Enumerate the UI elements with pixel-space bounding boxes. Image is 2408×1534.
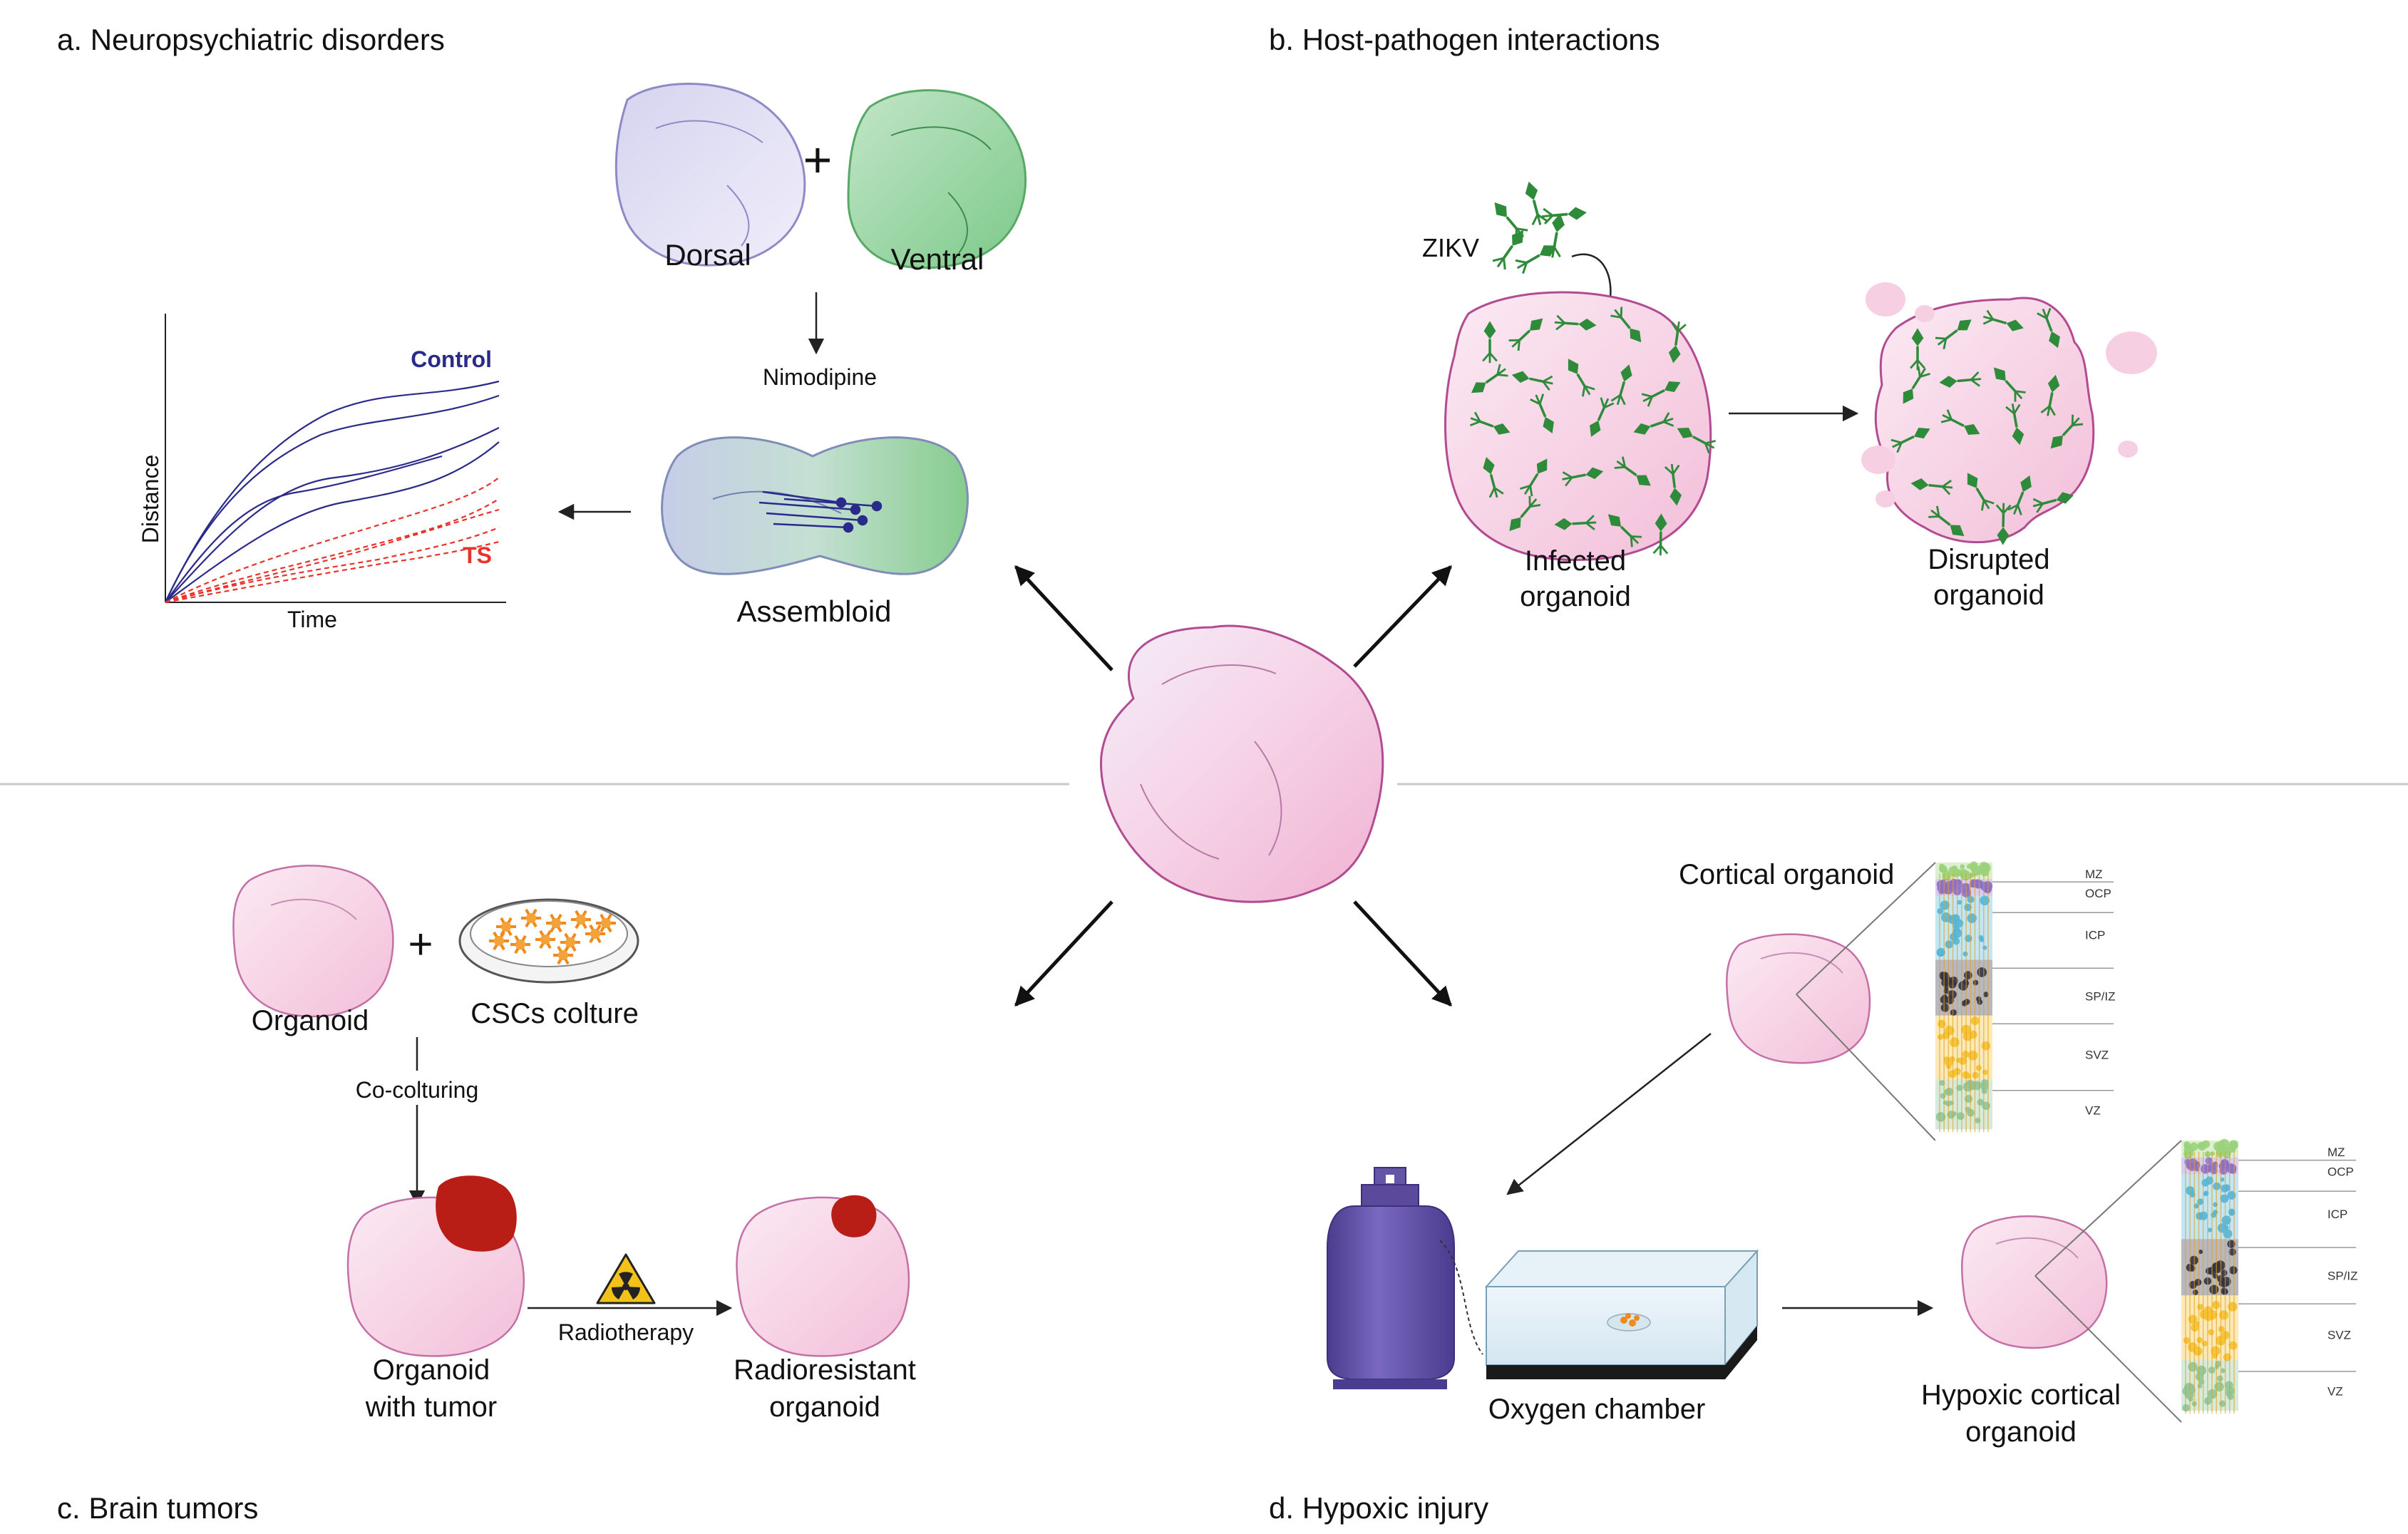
assembloid-label: Assembloid: [736, 594, 891, 628]
hypoxic-label-line2: organoid: [1965, 1416, 2077, 1448]
central-organoid: [1101, 626, 1383, 902]
ventral-organoid: [848, 91, 1026, 268]
nimodipine-label: Nimodipine: [763, 364, 877, 390]
layer-label: SP/IZ: [2327, 1270, 2358, 1283]
dorsal-label: Dorsal: [664, 238, 751, 272]
cortical-organoid-label: Cortical organoid: [1679, 859, 1894, 890]
arrow-organoid-to-gas: [1508, 1034, 1711, 1194]
oxygen-chamber-label: Oxygen chamber: [1488, 1394, 1706, 1425]
zikv-particle: [1521, 180, 1548, 227]
panel-c-title: c. Brain tumors: [57, 1491, 258, 1525]
control-trace: [165, 396, 499, 602]
plot-traces: [165, 381, 499, 602]
panel-a-title: a. Neuropsychiatric disorders: [57, 23, 445, 56]
control-legend: Control: [411, 346, 492, 372]
tumor-mass-small: [831, 1195, 876, 1237]
layer-label: ICP: [2327, 1208, 2347, 1221]
arrow-to-d: [1354, 902, 1451, 1005]
oxygen-chamber: [1486, 1251, 1757, 1379]
disrupted-organoid: [1861, 282, 2157, 542]
debris-fragment: [2106, 331, 2157, 374]
ts-trace: [165, 527, 499, 602]
zikv-particle: [1541, 205, 1588, 224]
plot-ylabel: Distance: [138, 455, 163, 544]
radiotherapy-label: Radiotherapy: [558, 1319, 694, 1345]
radioresistant-label-line1: Radioresistant: [734, 1354, 916, 1386]
layer-label: SVZ: [2327, 1329, 2351, 1342]
hypoxic-organoid: [1962, 1216, 2106, 1348]
control-trace: [165, 381, 499, 602]
debris-fragment: [1861, 446, 1895, 474]
cocolturing-label: Co-colturing: [356, 1077, 479, 1103]
ts-trace: [165, 542, 499, 602]
layer-label: SVZ: [2085, 1048, 2109, 1061]
debris-fragment: [1876, 490, 1895, 508]
arrow-to-a: [1016, 567, 1112, 670]
layer-label: MZ: [2085, 868, 2103, 881]
radioresistant-organoid: [736, 1195, 909, 1357]
zikv-label: ZIKV: [1422, 233, 1479, 262]
arrow-to-b: [1354, 567, 1451, 666]
migration-plot: Distance Time Control TS: [138, 314, 506, 632]
panel-d-title: d. Hypoxic injury: [1269, 1491, 1488, 1525]
csc-petri-dish: [460, 900, 638, 982]
tumor-label-line2: with tumor: [365, 1391, 498, 1423]
debris-fragment: [1866, 282, 1905, 316]
radiation-warning-icon: [597, 1255, 654, 1303]
infected-label-line2: organoid: [1520, 581, 1631, 612]
layer-label: OCP: [2327, 1165, 2354, 1179]
plus-sign-a: +: [803, 132, 833, 187]
organoid-c: [233, 865, 393, 1016]
cortical-layer-column-normal: MZ OCP ICP SP/IZ SVZ VZ: [1935, 861, 2116, 1141]
plus-sign-c: +: [408, 920, 433, 968]
radioresistant-label-line2: organoid: [769, 1391, 880, 1423]
organoid-c-label: Organoid: [252, 1005, 369, 1036]
panel-b-title: b. Host-pathogen interactions: [1269, 23, 1660, 56]
ventral-label: Ventral: [891, 242, 984, 276]
layer-label: VZ: [2085, 1103, 2101, 1117]
hypoxic-label-line1: Hypoxic cortical: [1921, 1379, 2121, 1411]
gas-cylinder: [1327, 1168, 1483, 1389]
assembloid: [662, 438, 968, 575]
arrow-to-c: [1016, 902, 1112, 1005]
layer-label: SP/IZ: [2085, 989, 2116, 1003]
layer-label: MZ: [2327, 1146, 2345, 1159]
debris-fragment: [1915, 305, 1935, 322]
disrupted-label-line2: organoid: [1933, 580, 2044, 611]
plot-xlabel: Time: [287, 607, 337, 632]
layer-label: ICP: [2085, 929, 2105, 942]
zoom-line: [2035, 1141, 2181, 1276]
debris-fragment: [2118, 441, 2138, 458]
cortical-layer-column-hypoxic: MZ OCP ICP SP/IZ SVZ VZ: [2181, 1139, 2358, 1422]
cortical-organoid: [1727, 935, 1870, 1064]
organoid-with-tumor: [348, 1175, 524, 1356]
layer-label: VZ: [2327, 1385, 2343, 1399]
tumor-label-line1: Organoid: [373, 1354, 490, 1386]
csc-label: CSCs colture: [470, 998, 639, 1029]
virus-particles-incoming: [1488, 180, 1587, 274]
disrupted-label-line1: Disrupted: [1928, 544, 2049, 575]
ts-legend: TS: [463, 542, 492, 568]
infected-label-line1: Infected: [1525, 545, 1626, 577]
layer-label: OCP: [2085, 887, 2111, 900]
